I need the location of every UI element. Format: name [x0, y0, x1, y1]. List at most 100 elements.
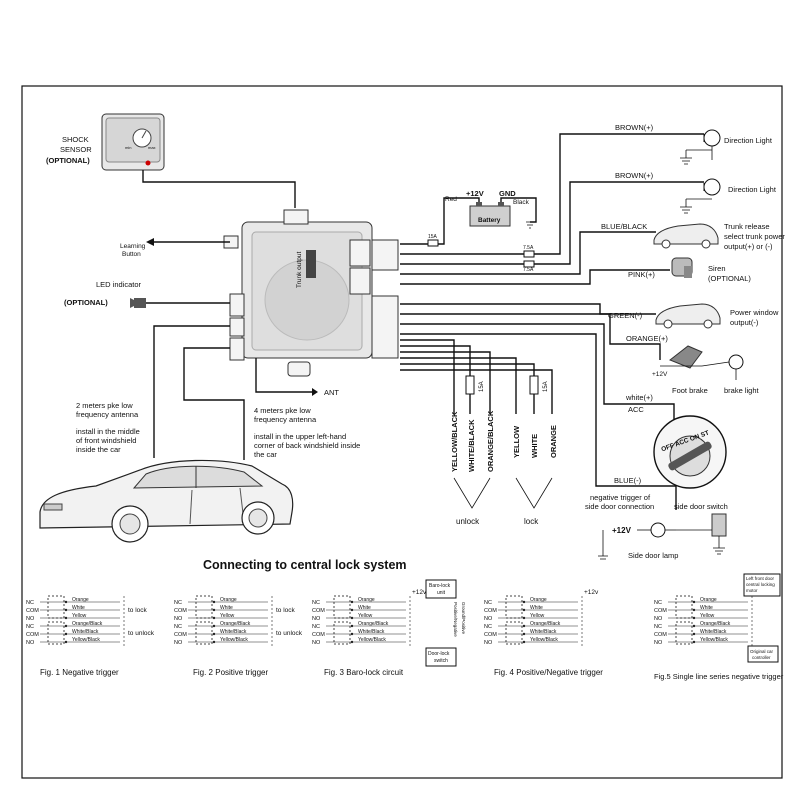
direction-light-2-label: Direction Light — [728, 185, 777, 194]
fig1-wire-label: Orange/Black — [72, 621, 103, 627]
orange-wire — [400, 313, 661, 360]
trunk-release-label-2: select trunk power — [724, 232, 785, 241]
fig1-terminal-dot — [64, 632, 68, 636]
fig1-wire-label: Yellow/Black — [72, 637, 100, 643]
battery-black-label: Black — [513, 199, 530, 206]
fig2-unlock-label: to unlock — [276, 630, 303, 637]
central-lock-title: Connecting to central lock system — [203, 558, 407, 572]
fig2-terminal-dot — [212, 600, 216, 604]
fig2-wire-label: Yellow — [220, 613, 235, 619]
fig4-terminal-dot — [522, 640, 526, 644]
fig4-terminal-dot — [522, 624, 526, 628]
fig4-wire-label: White — [530, 605, 543, 611]
antenna-2m-label-2: frequency antenna — [76, 410, 139, 419]
fig3-unit-label-1: Baro-lock — [429, 583, 451, 589]
fig4-wire-label: White/Black — [530, 629, 557, 635]
shock-sensor-label-1: SHOCK — [62, 135, 89, 144]
side-door-lamp-label: Side door lamp — [628, 551, 678, 560]
fig2-caption: Fig. 2 Positive trigger — [193, 668, 268, 677]
fig5-motor-label-2: central locking — [746, 582, 775, 587]
antenna-4m-wire — [183, 347, 245, 460]
fig2-relay-2 — [195, 621, 213, 645]
fig2-terminal-label: NO — [174, 640, 183, 646]
white-plus-label: white(+) — [625, 393, 653, 402]
fig2-wire-label: Orange — [220, 597, 237, 603]
fig1-terminal-label: COM — [26, 632, 39, 638]
brake-light-icon — [701, 354, 744, 380]
foot-brake-icon — [660, 345, 703, 369]
fig3-terminal-label: NO — [312, 640, 321, 646]
fuse-75a-2-icon — [523, 260, 535, 268]
fig5-motor-box — [743, 573, 781, 597]
fig2-wire-label: White — [220, 605, 233, 611]
fig1-terminal-label: NO — [26, 616, 35, 622]
fig5-controller-box — [747, 645, 779, 663]
fuse-75a-1-label: 7.5A — [523, 245, 534, 251]
siren-icon — [671, 257, 693, 278]
page-frame — [21, 85, 783, 779]
fig1-lock-label: to lock — [128, 607, 148, 614]
fig4-terminal-dot — [522, 600, 526, 604]
fig4-12v-label: +12v — [584, 589, 599, 596]
fig1-terminal-dot — [64, 624, 68, 628]
fig4-terminal-label: NO — [484, 616, 493, 622]
fig5-controller-label-2: controller — [752, 655, 771, 660]
unlock-label: unlock — [456, 517, 480, 526]
shock-sensor: min max — [101, 113, 165, 171]
fig3-unit-label-2: unit — [437, 590, 446, 596]
fuse-right-label: 15A — [543, 381, 549, 392]
blue-minus-label: BLUE(-) — [614, 476, 642, 485]
fig4-terminal-label: COM — [484, 632, 497, 638]
fuse-15a-label: 15A — [428, 234, 438, 240]
white-wire — [400, 323, 675, 432]
fig3-switch-label-2: switch — [434, 658, 448, 664]
pink-label: PINK(+) — [628, 270, 655, 279]
antenna-4m-install-3: the car — [254, 450, 277, 459]
fig3-terminal-dot — [350, 608, 354, 612]
antenna-4m-label-1: 4 meters pke low — [254, 406, 311, 415]
battery-label: Battery — [478, 217, 501, 224]
fig3-terminal-dot — [350, 632, 354, 636]
fig4-terminal-label: NC — [484, 600, 492, 606]
fig3-switch-box — [425, 647, 457, 667]
fig1-wire-label: Yellow — [72, 613, 87, 619]
fig5-terminal-dot — [692, 600, 696, 604]
fig2-terminal-dot — [212, 608, 216, 612]
fuse-left-label: 15A — [479, 381, 485, 392]
battery-gnd-label: GND — [499, 189, 516, 198]
brown1-label: BROWN(+) — [615, 123, 654, 132]
fig1-relay-2 — [47, 621, 65, 645]
antenna-2m-install-3: inside the car — [76, 445, 121, 454]
fig2-terminal-label: NC — [174, 624, 182, 630]
antenna-4m-install-2: corner of back windshield inside — [254, 441, 360, 450]
fig3-terminal-dot — [350, 624, 354, 628]
battery-12v-label: +12V — [466, 189, 484, 198]
control-unit — [223, 209, 399, 377]
fig1-terminal-dot — [64, 600, 68, 604]
fig3-terminal-dot — [350, 600, 354, 604]
fig3-terminal-label: COM — [312, 632, 325, 638]
fig3-side-label-2: Ground/Positive — [461, 602, 466, 635]
fig5-terminal-label: COM — [654, 632, 667, 638]
car-illustration — [39, 459, 294, 543]
power-window-label-2: output(-) — [730, 318, 759, 327]
fuse-75a-2-label: 7.5A — [523, 267, 534, 273]
trunk-output-label: Trunk output — [296, 252, 303, 288]
blue-black-label: BLUE/BLACK — [601, 222, 647, 231]
antenna-4m-install-1: install in the upper left-hand — [254, 432, 346, 441]
fig4-terminal-dot — [522, 616, 526, 620]
shock-sensor-label-2: SENSOR — [60, 145, 92, 154]
fig5-terminal-label: NC — [654, 600, 662, 606]
fig4-terminal-label: NC — [484, 624, 492, 630]
fig5-wire-label: Yellow — [700, 613, 715, 619]
antenna-2m-label-1: 2 meters pke low — [76, 401, 133, 410]
learning-button-label-2: Button — [122, 251, 141, 258]
fig3-wire-label: Yellow — [358, 613, 373, 619]
fig5-motor-label-3: motor — [746, 588, 758, 593]
fig4-wire-label: Orange/Black — [530, 621, 561, 627]
